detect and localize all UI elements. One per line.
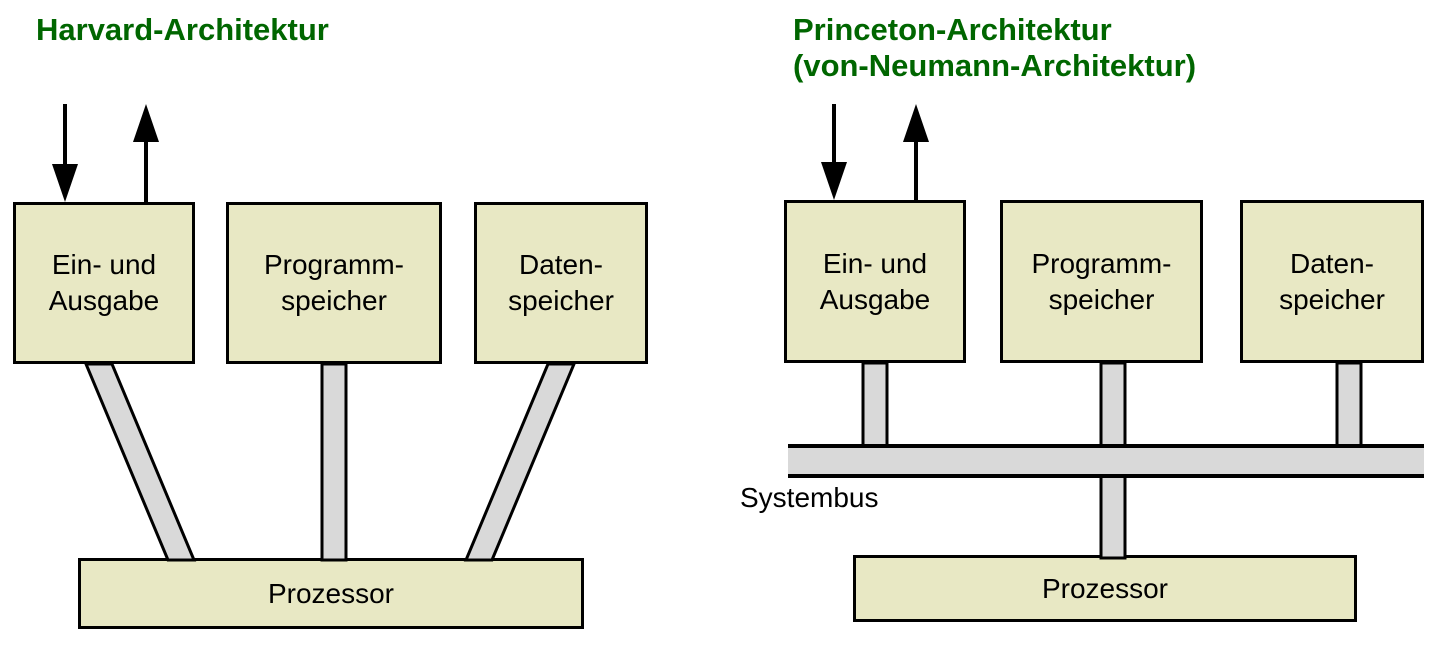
princeton-box-data-memory-line1: Daten-: [1289, 247, 1375, 279]
harvard-processor-box: Prozessor: [78, 558, 584, 629]
harvard-box-data-memory-line2: speicher: [508, 285, 614, 316]
harvard-title: Harvard-Architektur: [36, 12, 329, 47]
princeton-system-bus: [788, 444, 1424, 478]
harvard-processor-label: Prozessor: [267, 577, 395, 609]
harvard-box-program-memory-line2: speicher: [281, 285, 387, 316]
systembus-label: Systembus: [740, 482, 879, 513]
princeton-stub-program-to-bus: [1099, 361, 1127, 448]
princeton-box-program-memory: Programm- speicher: [1000, 200, 1203, 363]
harvard-input-arrow: [52, 104, 78, 202]
harvard-bus-data-to-processor: [463, 362, 577, 562]
harvard-box-data-memory-line1: Daten-: [518, 249, 604, 280]
harvard-bus-program-to-processor: [320, 362, 348, 562]
princeton-box-program-memory-line2: speicher: [1048, 283, 1155, 315]
princeton-processor-box: Prozessor: [853, 555, 1357, 622]
harvard-bus-io-to-processor: [83, 362, 197, 562]
princeton-title: Princeton-Architektur(von-Neumann-Archit…: [793, 12, 1196, 84]
harvard-output-arrow: [133, 104, 159, 202]
princeton-input-arrow: [821, 104, 847, 200]
princeton-output-arrow: [903, 104, 929, 200]
princeton-box-io: Ein- und Ausgabe: [784, 200, 966, 363]
princeton-title-line1: Princeton-Architektur: [793, 12, 1112, 47]
princeton-box-data-memory: Daten- speicher: [1240, 200, 1424, 363]
princeton-box-data-memory-line2: speicher: [1279, 283, 1385, 315]
harvard-box-io-line1: Ein- und: [51, 249, 157, 280]
harvard-box-io-line2: Ausgabe: [48, 285, 160, 316]
princeton-stub-data-to-bus: [1335, 361, 1363, 448]
princeton-title-line2: (von-Neumann-Architektur): [793, 48, 1197, 83]
princeton-box-io-line1: Ein- und: [822, 247, 928, 279]
harvard-box-io: Ein- und Ausgabe: [13, 202, 195, 364]
princeton-processor-label: Prozessor: [1041, 572, 1169, 604]
harvard-box-program-memory-line1: Programm-: [263, 249, 404, 280]
princeton-box-io-line2: Ausgabe: [819, 283, 931, 315]
princeton-box-program-memory-line1: Programm-: [1031, 247, 1172, 279]
harvard-box-program-memory: Programm- speicher: [226, 202, 442, 364]
princeton-stub-bus-to-processor: [1099, 474, 1127, 560]
princeton-stub-io-to-bus: [861, 361, 889, 448]
harvard-box-data-memory: Daten- speicher: [474, 202, 648, 364]
